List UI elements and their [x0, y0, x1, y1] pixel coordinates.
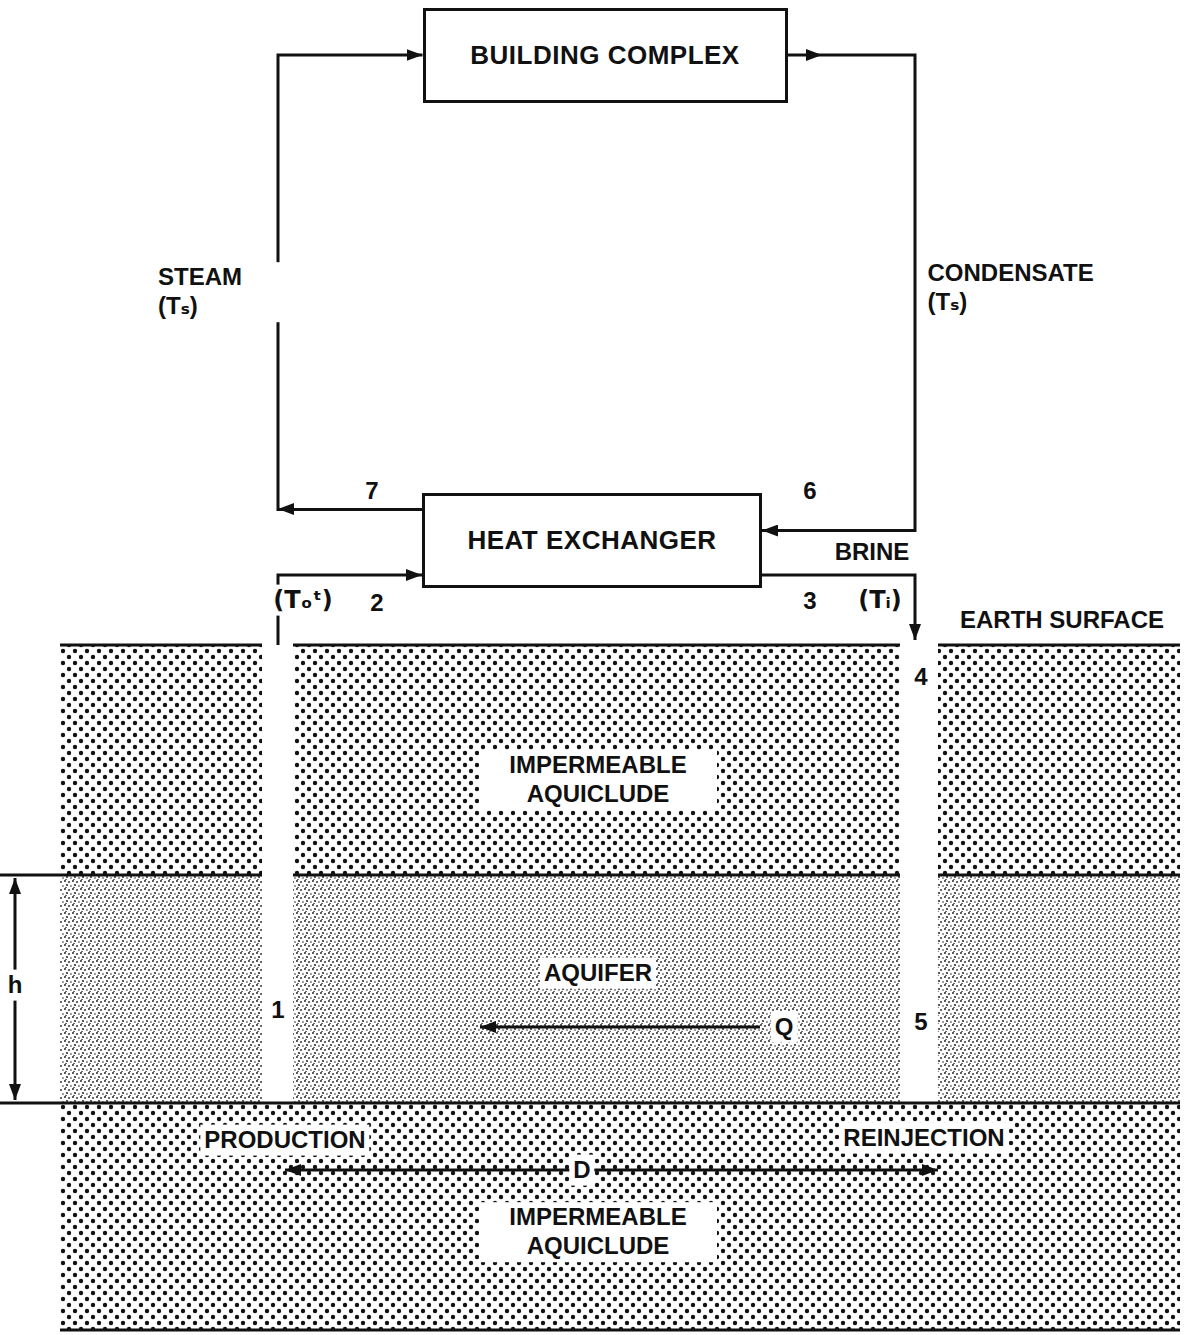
lower-aquiclude: [60, 1103, 1180, 1330]
dimension-label: D: [569, 1155, 594, 1186]
aquifer-layer: [60, 875, 1180, 1103]
callout-number: 4: [910, 662, 931, 693]
well-label: REINJECTION: [839, 1123, 1008, 1154]
pipe-label: STEAM (Tₛ): [154, 262, 282, 322]
flow-label: BRINE: [831, 537, 914, 568]
flow-arrow: [480, 1026, 760, 1029]
surface-label: EARTH SURFACE: [956, 605, 1168, 636]
temperature-label: (Tᵢ): [854, 585, 906, 616]
box-title: BUILDING COMPLEX: [470, 40, 739, 71]
layer-label: AQUIFER: [540, 958, 656, 989]
dimension-label: h: [4, 970, 27, 1001]
layer-label: IMPERMEABLE AQUICLUDE: [479, 750, 717, 810]
pipe-label: CONDENSATE (Tₛ): [924, 258, 1137, 318]
pipe-connector: [278, 55, 423, 510]
callout-number: 1: [267, 995, 288, 1026]
building-box: BUILDING COMPLEX: [423, 8, 788, 103]
callout-number: 5: [910, 1007, 931, 1038]
callout-number: 2: [366, 588, 387, 619]
temperature-label: (Tₒᵗ): [269, 585, 336, 616]
upper-aquiclude: [60, 645, 1180, 875]
layer-label: IMPERMEABLE AQUICLUDE: [479, 1202, 717, 1262]
dimension-line: [285, 1169, 938, 1172]
flow-label: Q: [771, 1012, 798, 1043]
box-title: HEAT EXCHANGER: [467, 525, 716, 556]
well-label: PRODUCTION: [200, 1125, 369, 1156]
callout-number: 7: [361, 476, 382, 507]
pipe-connector: [762, 55, 915, 531]
layer-boundaries: [0, 645, 1180, 1330]
callout-number: 6: [799, 476, 820, 507]
callout-number: 3: [799, 586, 820, 617]
exchanger-box: HEAT EXCHANGER: [422, 493, 762, 588]
